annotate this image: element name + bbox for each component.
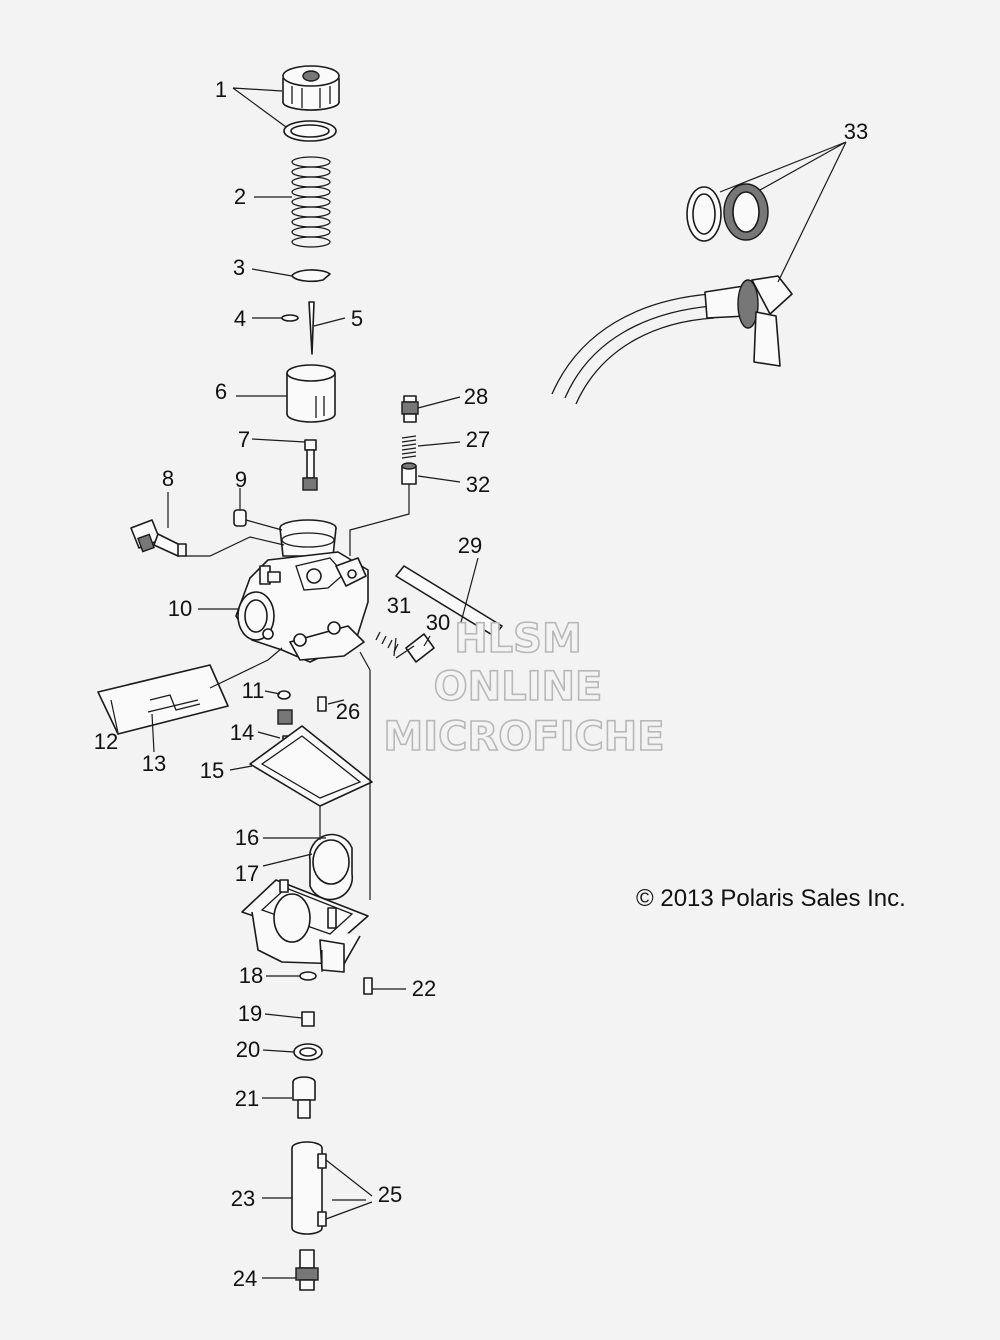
part-adjuster-spring: [401, 435, 417, 459]
part-drain-fitting: [295, 1249, 319, 1291]
callout-15: 15: [200, 758, 224, 783]
part-main-jet: [301, 1011, 315, 1027]
callout-29: 29: [458, 533, 482, 558]
callout-28: 28: [464, 384, 488, 409]
part-plug: [233, 509, 247, 527]
watermark-line-3: MICROFICHE: [383, 714, 664, 760]
callout-13: 13: [142, 751, 166, 776]
part-carburetor-body: [235, 519, 369, 663]
callout-24: 24: [233, 1266, 257, 1291]
part-pilot-screw: [317, 696, 327, 712]
callout-8: 8: [162, 466, 174, 491]
part-throttle-stop-screw: [302, 439, 318, 491]
callout-22: 22: [412, 976, 436, 1001]
copyright-notice: © 2013 Polaris Sales Inc.: [636, 885, 906, 912]
callout-23: 23: [231, 1186, 255, 1211]
part-adjuster-sleeve: [401, 462, 417, 485]
callout-25: 25: [378, 1182, 402, 1207]
part-o-ring-2: [293, 1043, 323, 1061]
watermark-line-1: HLSM: [454, 616, 582, 662]
callout-6: 6: [215, 379, 227, 404]
callout-18: 18: [239, 963, 263, 988]
callout-12: 12: [94, 729, 118, 754]
callout-30: 30: [426, 610, 450, 635]
leader-lines: [110, 87, 847, 1279]
callout-16: 16: [235, 825, 259, 850]
part-float-bowl: [241, 879, 369, 973]
part-bowl-washer: [299, 971, 317, 981]
part-cap: [282, 65, 340, 111]
part-spring: [291, 156, 331, 248]
part-idle-screw: [375, 631, 435, 663]
part-float: [308, 833, 354, 901]
callout-10: 10: [168, 596, 192, 621]
callout-5: 5: [351, 306, 363, 331]
callout-26: 26: [336, 699, 360, 724]
callout-2: 2: [234, 184, 246, 209]
callout-33: 33: [844, 119, 868, 144]
part-throttle-slide: [286, 364, 336, 423]
callout-7: 7: [238, 427, 250, 452]
part-gasket-plate: [97, 664, 229, 735]
part-jet-needle: [308, 301, 315, 355]
part-o-ring: [277, 690, 291, 700]
part-starter: [130, 519, 187, 557]
callout-19: 19: [238, 1001, 262, 1026]
callout-14: 14: [230, 720, 254, 745]
callout-21: 21: [235, 1086, 259, 1111]
callout-11: 11: [242, 678, 265, 703]
part-e-clip: [281, 314, 299, 322]
part-cable-adjuster: [401, 395, 419, 423]
callout-1: 1: [215, 77, 227, 102]
callout-32: 32: [466, 472, 490, 497]
part-float-bowl-gasket: [249, 725, 373, 807]
callout-20: 20: [236, 1037, 260, 1062]
callout-4: 4: [234, 306, 246, 331]
part-drain-screw: [363, 977, 373, 995]
part-throttle-control: [551, 183, 793, 405]
part-needle-retainer: [291, 269, 331, 283]
part-vent-hose: [395, 565, 503, 637]
callout-3: 3: [233, 255, 245, 280]
part-cap-washer: [283, 120, 337, 142]
callout-31: 31: [387, 593, 411, 618]
callout-labels: 1 2 3 4 5 6 7 8 9 10 11 12 13 14 15 16 1…: [94, 77, 868, 1291]
part-drain-tube: [291, 1141, 327, 1235]
watermark-line-2: ONLINE: [434, 664, 603, 710]
watermark: HLSM ONLINE MICROFICHE: [383, 615, 666, 761]
part-drain-plug: [292, 1076, 316, 1119]
callout-17: 17: [235, 861, 259, 886]
callout-9: 9: [235, 467, 247, 492]
callout-27: 27: [466, 427, 490, 452]
